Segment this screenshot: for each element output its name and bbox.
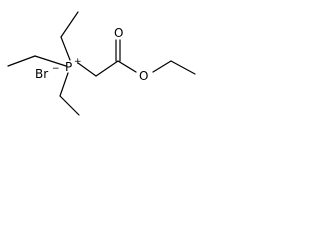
carbonyl-oxygen-label: O bbox=[114, 26, 123, 40]
bromide-charge-label: − bbox=[52, 64, 60, 74]
bond-p-ch2 bbox=[77, 62, 97, 77]
bond-p-ethyl3-ch2 bbox=[59, 72, 69, 97]
bromine-label: Br bbox=[35, 67, 48, 81]
atom-label-layer: Br − P + O O bbox=[35, 26, 148, 83]
bond-ethyl1-ch3 bbox=[60, 11, 79, 38]
bond-ch2-carbonyl-c bbox=[95, 60, 119, 77]
bond-ethyl2-ch3 bbox=[7, 55, 36, 67]
bond-carbonyl-ester-o bbox=[117, 60, 137, 73]
phosphorus-charge-label: + bbox=[74, 57, 82, 67]
ester-oxygen-label: O bbox=[139, 69, 148, 83]
bond-ester-ch2-ch3 bbox=[170, 60, 196, 75]
bond-ethyl3-ch3 bbox=[59, 95, 80, 116]
bond-p-ethyl1-ch2 bbox=[60, 36, 71, 61]
phosphorus-label: P bbox=[65, 60, 72, 74]
bond-ester-o-ch2 bbox=[152, 60, 172, 73]
chemical-structure-diagram: Br − P + O O bbox=[7, 11, 196, 116]
bond-p-ethyl2-ch2 bbox=[34, 55, 67, 67]
bond-layer bbox=[7, 11, 196, 116]
